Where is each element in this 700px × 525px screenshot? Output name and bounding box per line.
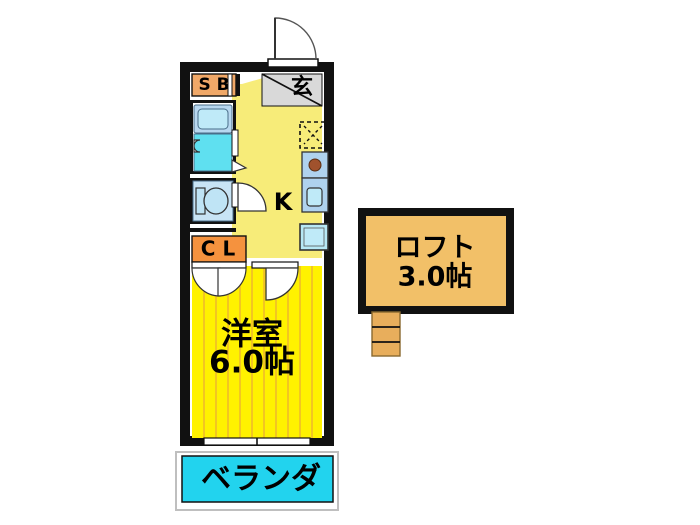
bathtub-basin xyxy=(197,108,229,130)
loft-label-size: 3.0帖 xyxy=(398,262,473,293)
loft-label-name: ロフト xyxy=(395,233,476,264)
veranda-region: ベランダ xyxy=(175,451,339,511)
veranda-label: ベランダ xyxy=(201,462,321,497)
front-door-group[interactable] xyxy=(267,17,319,68)
bathroom-door-jamb[interactable] xyxy=(231,129,239,157)
washing-machine-space xyxy=(299,121,327,149)
entrance-label: 玄 xyxy=(291,74,313,100)
bathroom-region xyxy=(190,100,248,174)
closet-door-track[interactable] xyxy=(191,261,247,269)
closet-top-wall xyxy=(190,228,236,232)
room-doors-group[interactable] xyxy=(191,261,299,301)
toilet-region xyxy=(190,178,267,224)
entrance-region: 玄 xyxy=(261,73,323,107)
shoe-box-group: S B xyxy=(191,73,240,97)
closet-door-right-swing[interactable] xyxy=(217,267,247,297)
flooring-lines xyxy=(203,266,313,438)
kitchen-sink-basin xyxy=(306,187,323,207)
kitchen-fixtures-group xyxy=(299,121,329,251)
loft-ladder xyxy=(371,311,401,357)
genkan-diagonal-edge xyxy=(261,73,323,107)
toilet-bowl xyxy=(203,187,229,215)
shoe-box-label: S B xyxy=(198,75,229,95)
front-door-swing-arc xyxy=(274,17,317,60)
washbasin-sink-icon xyxy=(193,139,201,153)
room-entry-door-swing[interactable] xyxy=(265,267,299,301)
toilet-door-jamb[interactable] xyxy=(231,182,239,208)
room-entry-door-track[interactable] xyxy=(251,261,299,269)
loft-floor xyxy=(366,216,506,306)
toilet-door-swing[interactable] xyxy=(237,182,267,212)
closet-label: C L xyxy=(201,237,236,261)
kitchen-floor xyxy=(232,76,322,258)
loft-region: ロフト 3.0帖 xyxy=(358,208,514,357)
kitchen-label: K xyxy=(274,188,294,216)
front-door-opening[interactable] xyxy=(267,58,319,68)
stove-burner-icon xyxy=(308,158,322,172)
lower-cabinet-inner xyxy=(303,227,325,247)
washer-space-x2 xyxy=(303,125,323,145)
veranda-window-group[interactable] xyxy=(203,437,311,446)
living-room-label-name: 洋室 xyxy=(221,317,283,353)
living-room-label-size: 6.0帖 xyxy=(209,345,295,381)
washer-space-outline xyxy=(299,121,327,149)
veranda-floor xyxy=(181,455,334,503)
shoe-box-wall-stub xyxy=(236,74,240,96)
loft-ladder-body xyxy=(371,311,401,357)
shoe-box-side-panel xyxy=(227,73,233,97)
bathroom-door-leaf[interactable] xyxy=(231,158,248,173)
